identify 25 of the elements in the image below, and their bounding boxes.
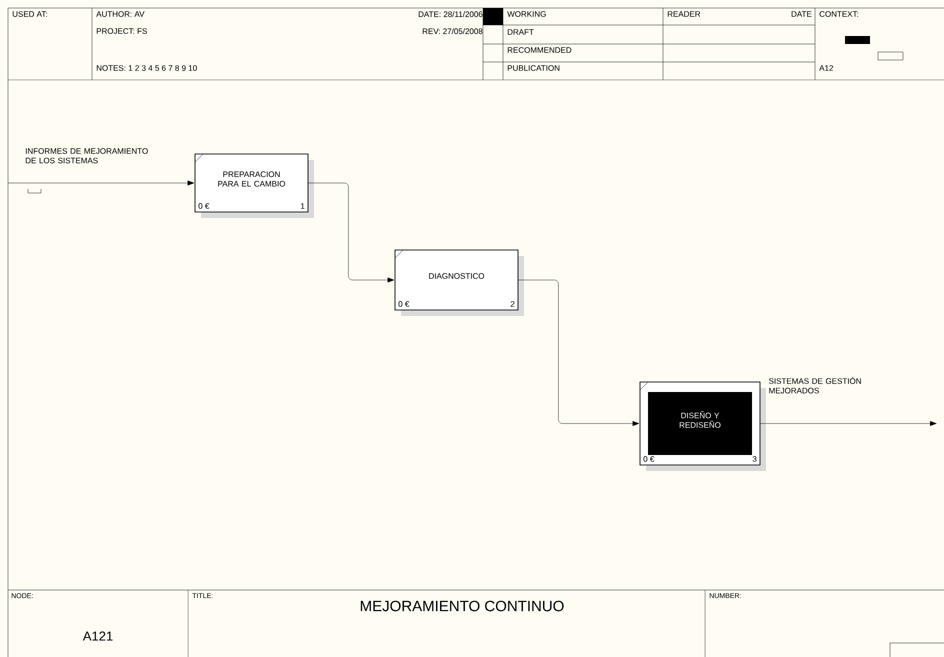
form-label: CONTEXT: — [820, 11, 858, 17]
form-label: AUTHOR: AV — [96, 11, 144, 17]
form-label: NOTES: 1 2 3 4 5 6 7 8 9 10 — [96, 65, 197, 71]
form-label: PUBLICATION — [508, 65, 560, 71]
diagram-title: MEJORAMIENTO CONTINUO — [360, 600, 564, 612]
form-label: READER — [668, 11, 700, 17]
form-label: RECOMMENDED — [508, 47, 572, 53]
arrow — [308, 182, 394, 282]
arrow-label: SISTEMAS DE GESTIÓN MEJORADOS — [768, 376, 861, 394]
arrow — [760, 421, 937, 426]
form-label: PROJECT: FS — [96, 28, 147, 34]
form-label: DATE — [792, 11, 812, 17]
activity-box: DISEÑO Y REDISEÑO 0 € 3 — [640, 382, 766, 471]
form-label: REV: 27/05/2008 — [422, 28, 482, 34]
form-label: A12 — [819, 65, 834, 71]
form-label: DRAFT — [508, 29, 534, 35]
activity-box: DIAGNOSTICO 0 € 2 — [394, 250, 524, 316]
activity-box: PREPARACION PARA EL CAMBIO 0 € 1 — [194, 154, 314, 218]
form-label: WORKING — [507, 11, 546, 17]
id-label: A121 — [82, 631, 113, 641]
form-label: DATE: 28/11/2006 — [418, 11, 482, 18]
form-label: USED AT: — [12, 11, 47, 17]
arrow — [8, 180, 194, 186]
arrow-label: INFORMES DE MEJORAMIENTO DE LOS SISTEMAS — [26, 148, 148, 164]
arrow — [518, 280, 640, 426]
